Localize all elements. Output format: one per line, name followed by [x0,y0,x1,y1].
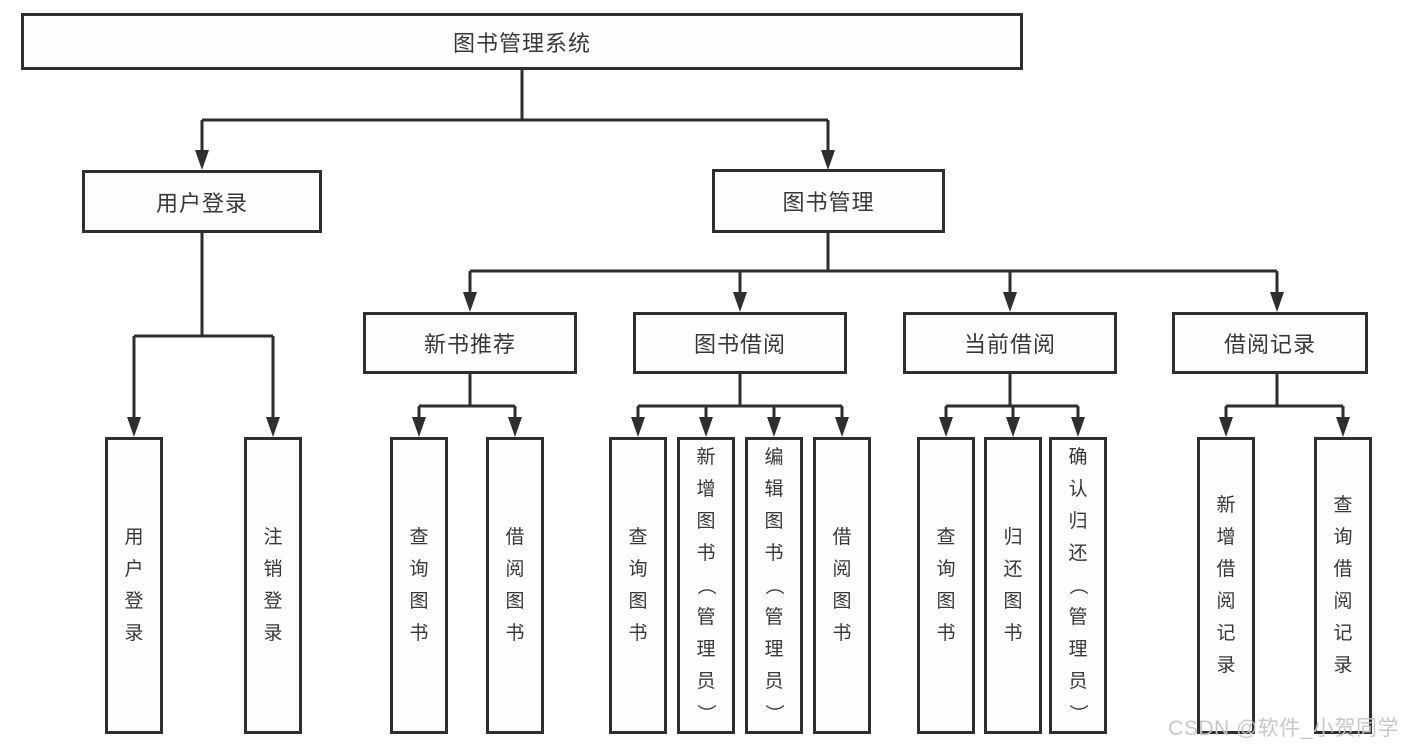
node-borrowing-records: 借阅记录 [1172,312,1368,374]
node-label: 新书推荐 [423,332,516,357]
leaf-current-return-books: 归还图书 [984,437,1042,734]
leaf-logout: 注销登录 [244,437,302,734]
arrowhead-icon [733,292,747,312]
arrowhead-icon [631,417,645,437]
arrowhead-icon [767,417,781,437]
arrowhead-icon [1270,292,1284,312]
node-library-system: 图书管理系统 [21,13,1023,70]
node-user-login: 用户登录 [82,170,322,233]
node-label: 图书管理系统 [452,30,591,56]
leaf-current-confirm-return-admin: 确认归还（管理员） [1049,437,1107,734]
arrowhead-icon [699,417,713,437]
leaf-borrow-query-books: 查询图书 [609,437,667,734]
leaf-borrow-borrow-books: 借阅图书 [813,437,871,734]
leaf-label: 注销登录 [263,527,283,644]
node-label: 图书管理 [782,190,875,215]
arrowhead-icon [508,417,522,437]
node-new-book-recommend: 新书推荐 [363,312,577,374]
arrowhead-icon [939,417,953,437]
csdn-watermark: CSDN @软件_小贺同学 [1168,717,1399,740]
leaf-label: 查询借阅记录 [1333,495,1353,676]
arrowhead-icon [412,417,426,437]
leaf-label: 归还图书 [1003,527,1023,644]
arrowhead-icon [1003,292,1017,312]
leaf-current-query-books: 查询图书 [917,437,975,734]
leaf-label: 查询图书 [628,527,648,644]
leaf-label: 确认归还（管理员） [1067,447,1089,724]
leaf-records-add-record: 新增借阅记录 [1197,437,1255,734]
node-label: 借阅记录 [1223,332,1316,357]
arrowhead-icon [266,417,280,437]
leaf-label: 查询图书 [936,527,956,644]
leaf-recommend-query-books: 查询图书 [390,437,448,734]
leaf-label: 新增借阅记录 [1216,495,1236,676]
arrowhead-icon [835,417,849,437]
connector-segments [132,68,1345,433]
arrowhead-icon [1071,417,1085,437]
arrowhead-icon [1336,417,1350,437]
arrowhead-icon [127,417,141,437]
node-label: 用户登录 [155,190,248,216]
node-current-borrowing: 当前借阅 [903,312,1117,374]
leaf-user-login: 用户登录 [105,437,163,734]
leaf-borrow-edit-books-admin: 编辑图书（管理员） [745,437,803,734]
leaf-label: 用户登录 [124,527,144,644]
leaf-recommend-borrow-books: 借阅图书 [486,437,544,734]
leaf-label: 借阅图书 [505,527,525,644]
arrowhead-icon [1006,417,1020,437]
node-label: 当前借阅 [963,332,1056,357]
node-book-borrowing: 图书借阅 [633,312,847,374]
leaf-records-query-record: 查询借阅记录 [1314,437,1372,734]
arrowhead-icon [821,150,835,170]
leaf-label: 新增图书（管理员） [695,447,717,724]
leaf-label: 借阅图书 [832,527,852,644]
leaf-label: 编辑图书（管理员） [763,447,785,724]
arrowhead-icon [195,150,209,170]
node-label: 图书借阅 [693,332,786,357]
arrowhead-icon [463,292,477,312]
node-book-management: 图书管理 [712,169,945,233]
leaf-borrow-add-books-admin: 新增图书（管理员） [677,437,735,734]
arrowhead-icon [1219,417,1233,437]
leaf-label: 查询图书 [409,527,429,644]
